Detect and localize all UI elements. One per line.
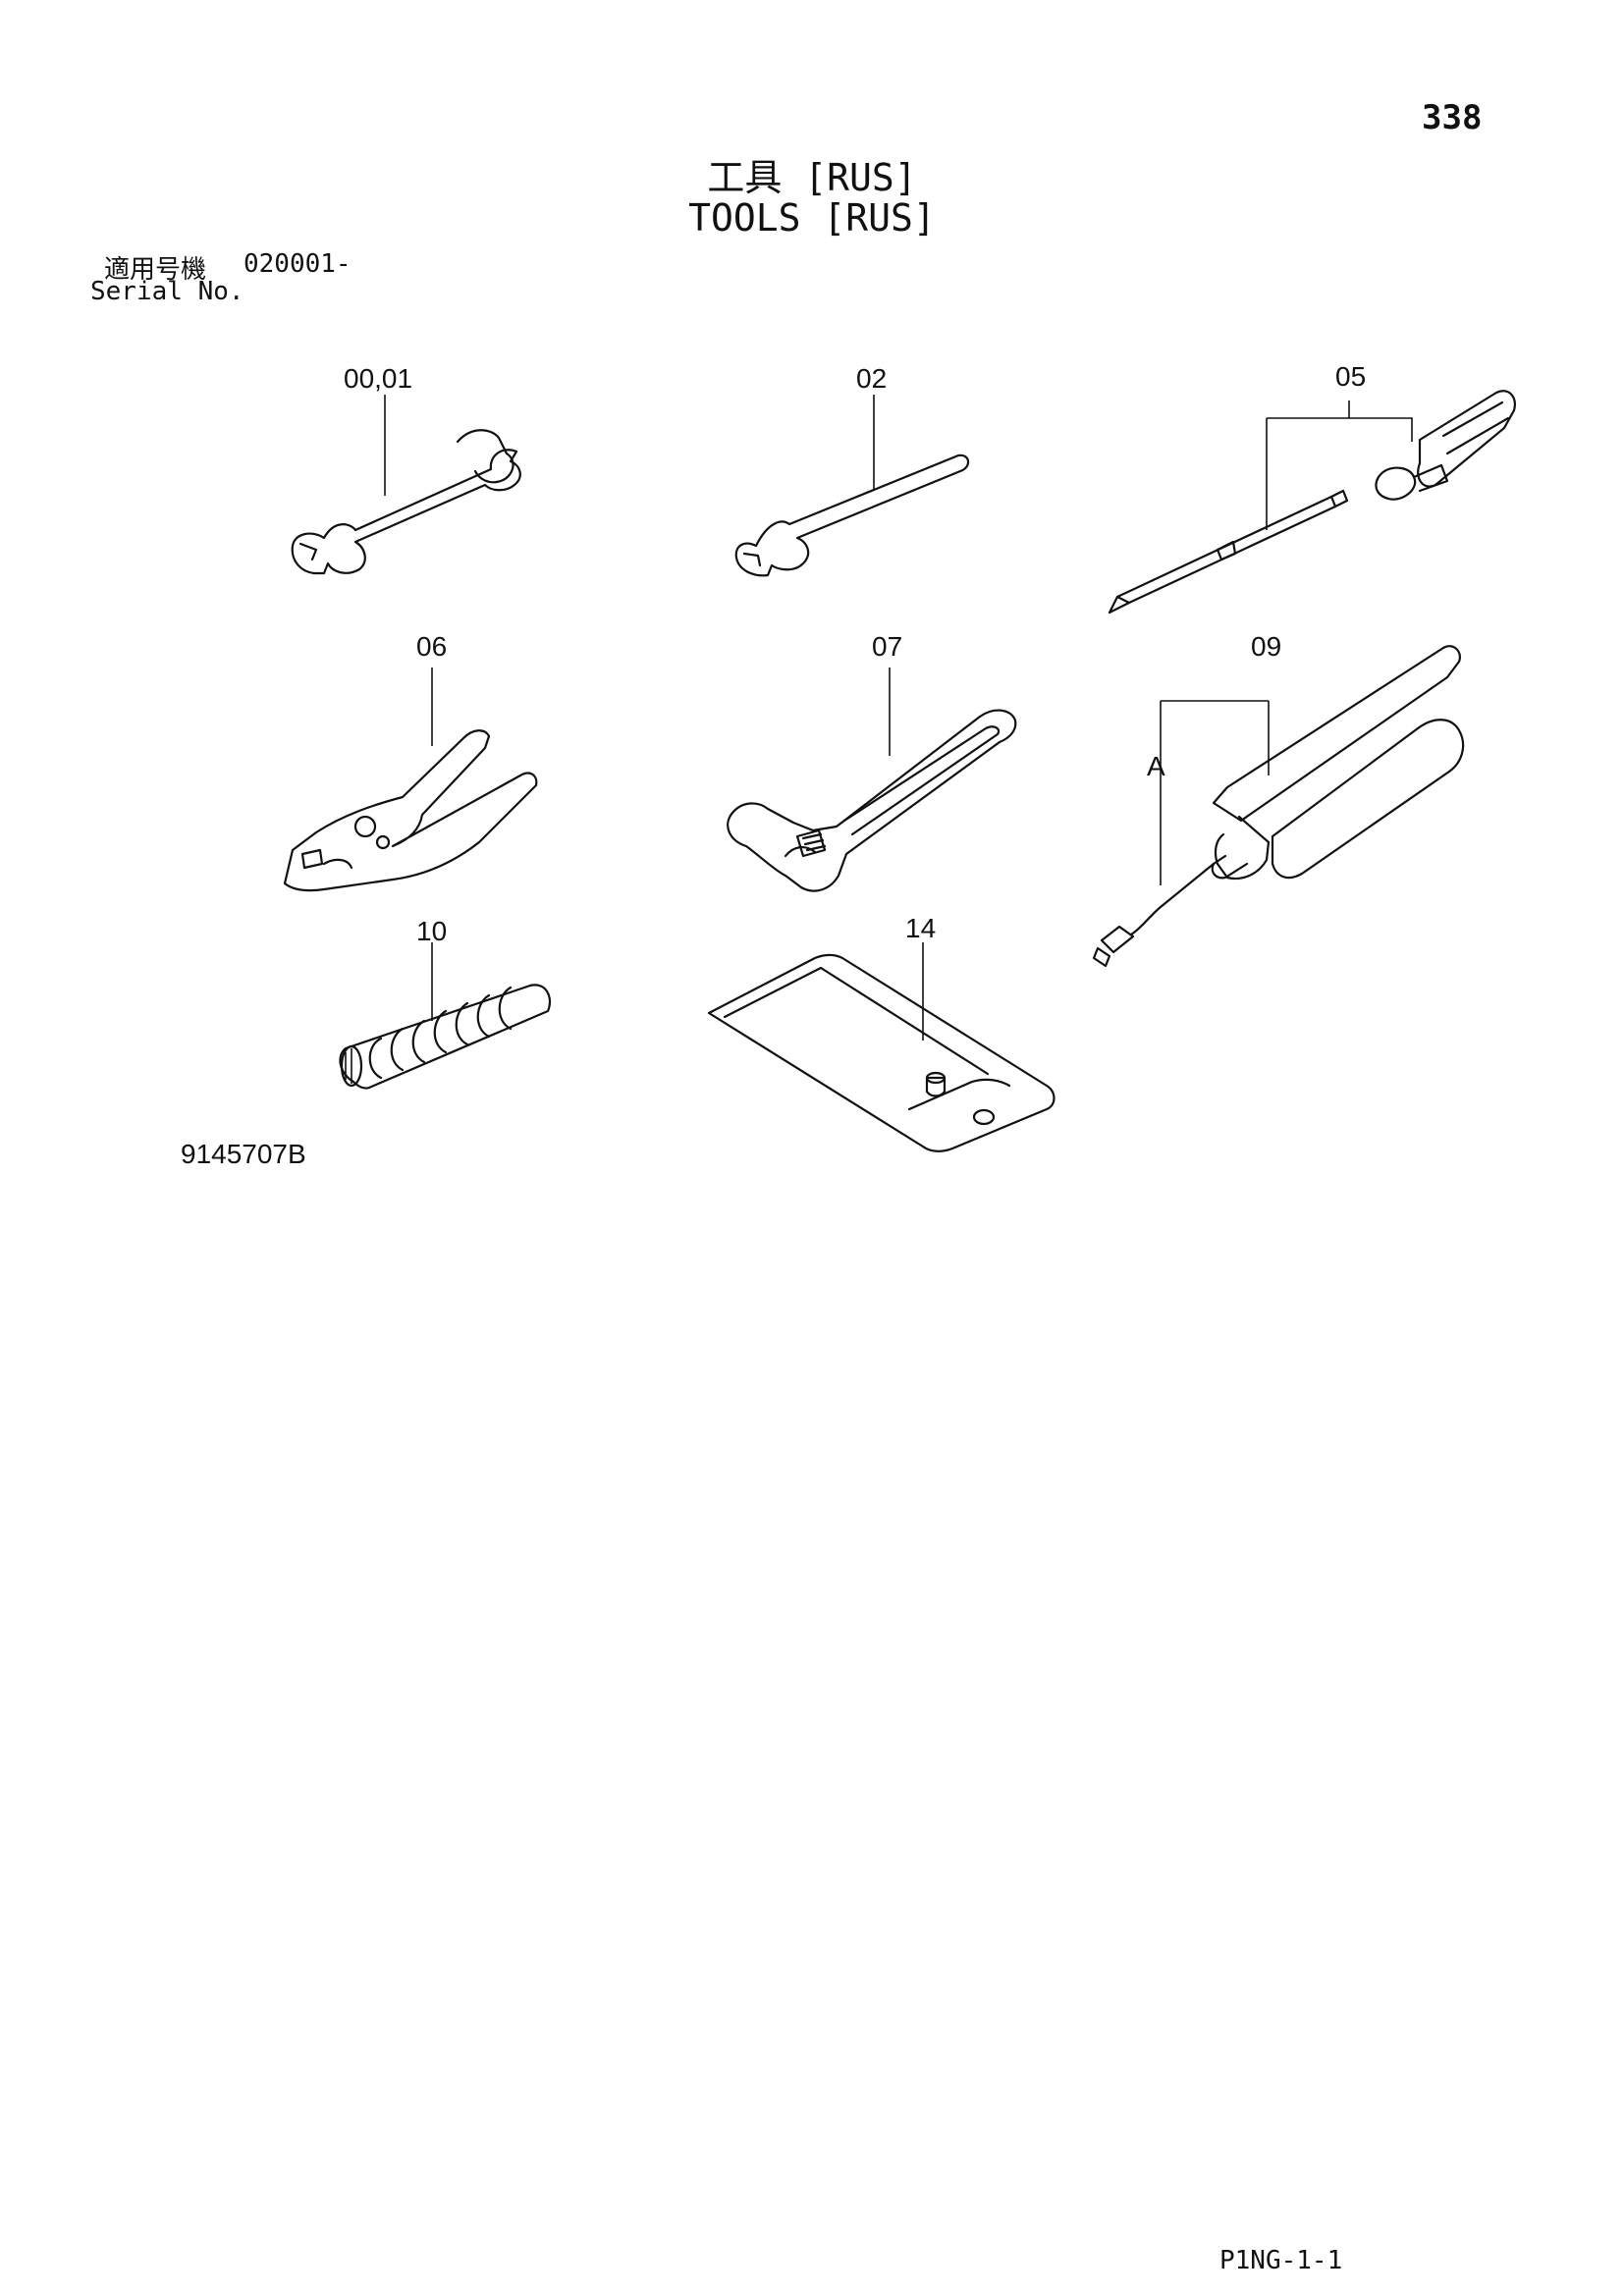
slip-joint-pliers xyxy=(283,667,538,892)
grease-gun xyxy=(1092,645,1465,968)
callout-10: 10 xyxy=(416,916,447,946)
callout-02: 02 xyxy=(856,363,887,394)
adjustable-wrench xyxy=(727,667,1017,892)
single-open-end-wrench xyxy=(734,395,970,577)
page-title-japanese: 工具 [RUS] xyxy=(707,156,917,199)
screwdriver-set xyxy=(1108,390,1516,614)
callout-06: 06 xyxy=(416,631,447,662)
coil-bellows xyxy=(339,942,552,1090)
serial-label-english: Serial No. xyxy=(90,277,244,306)
callout-05: 05 xyxy=(1335,361,1366,392)
serial-number-range: 020001- xyxy=(244,249,352,279)
page-number: 338 xyxy=(1422,98,1483,137)
callout-14: 14 xyxy=(905,913,936,943)
double-open-end-wrench xyxy=(291,395,521,575)
page-title-english: TOOLS [RUS] xyxy=(688,196,936,240)
callout-09: 09 xyxy=(1251,631,1281,662)
callout-A: A xyxy=(1147,751,1165,781)
footer-code: P1NG-1-1 xyxy=(1219,2246,1343,2275)
tool-pouch xyxy=(707,942,1056,1152)
callout-00-01: 00,01 xyxy=(344,363,412,394)
serial-label-japanese: 適用号機 xyxy=(104,255,207,285)
callout-07: 07 xyxy=(872,631,902,662)
figure-code: 9145707B xyxy=(181,1139,306,1169)
